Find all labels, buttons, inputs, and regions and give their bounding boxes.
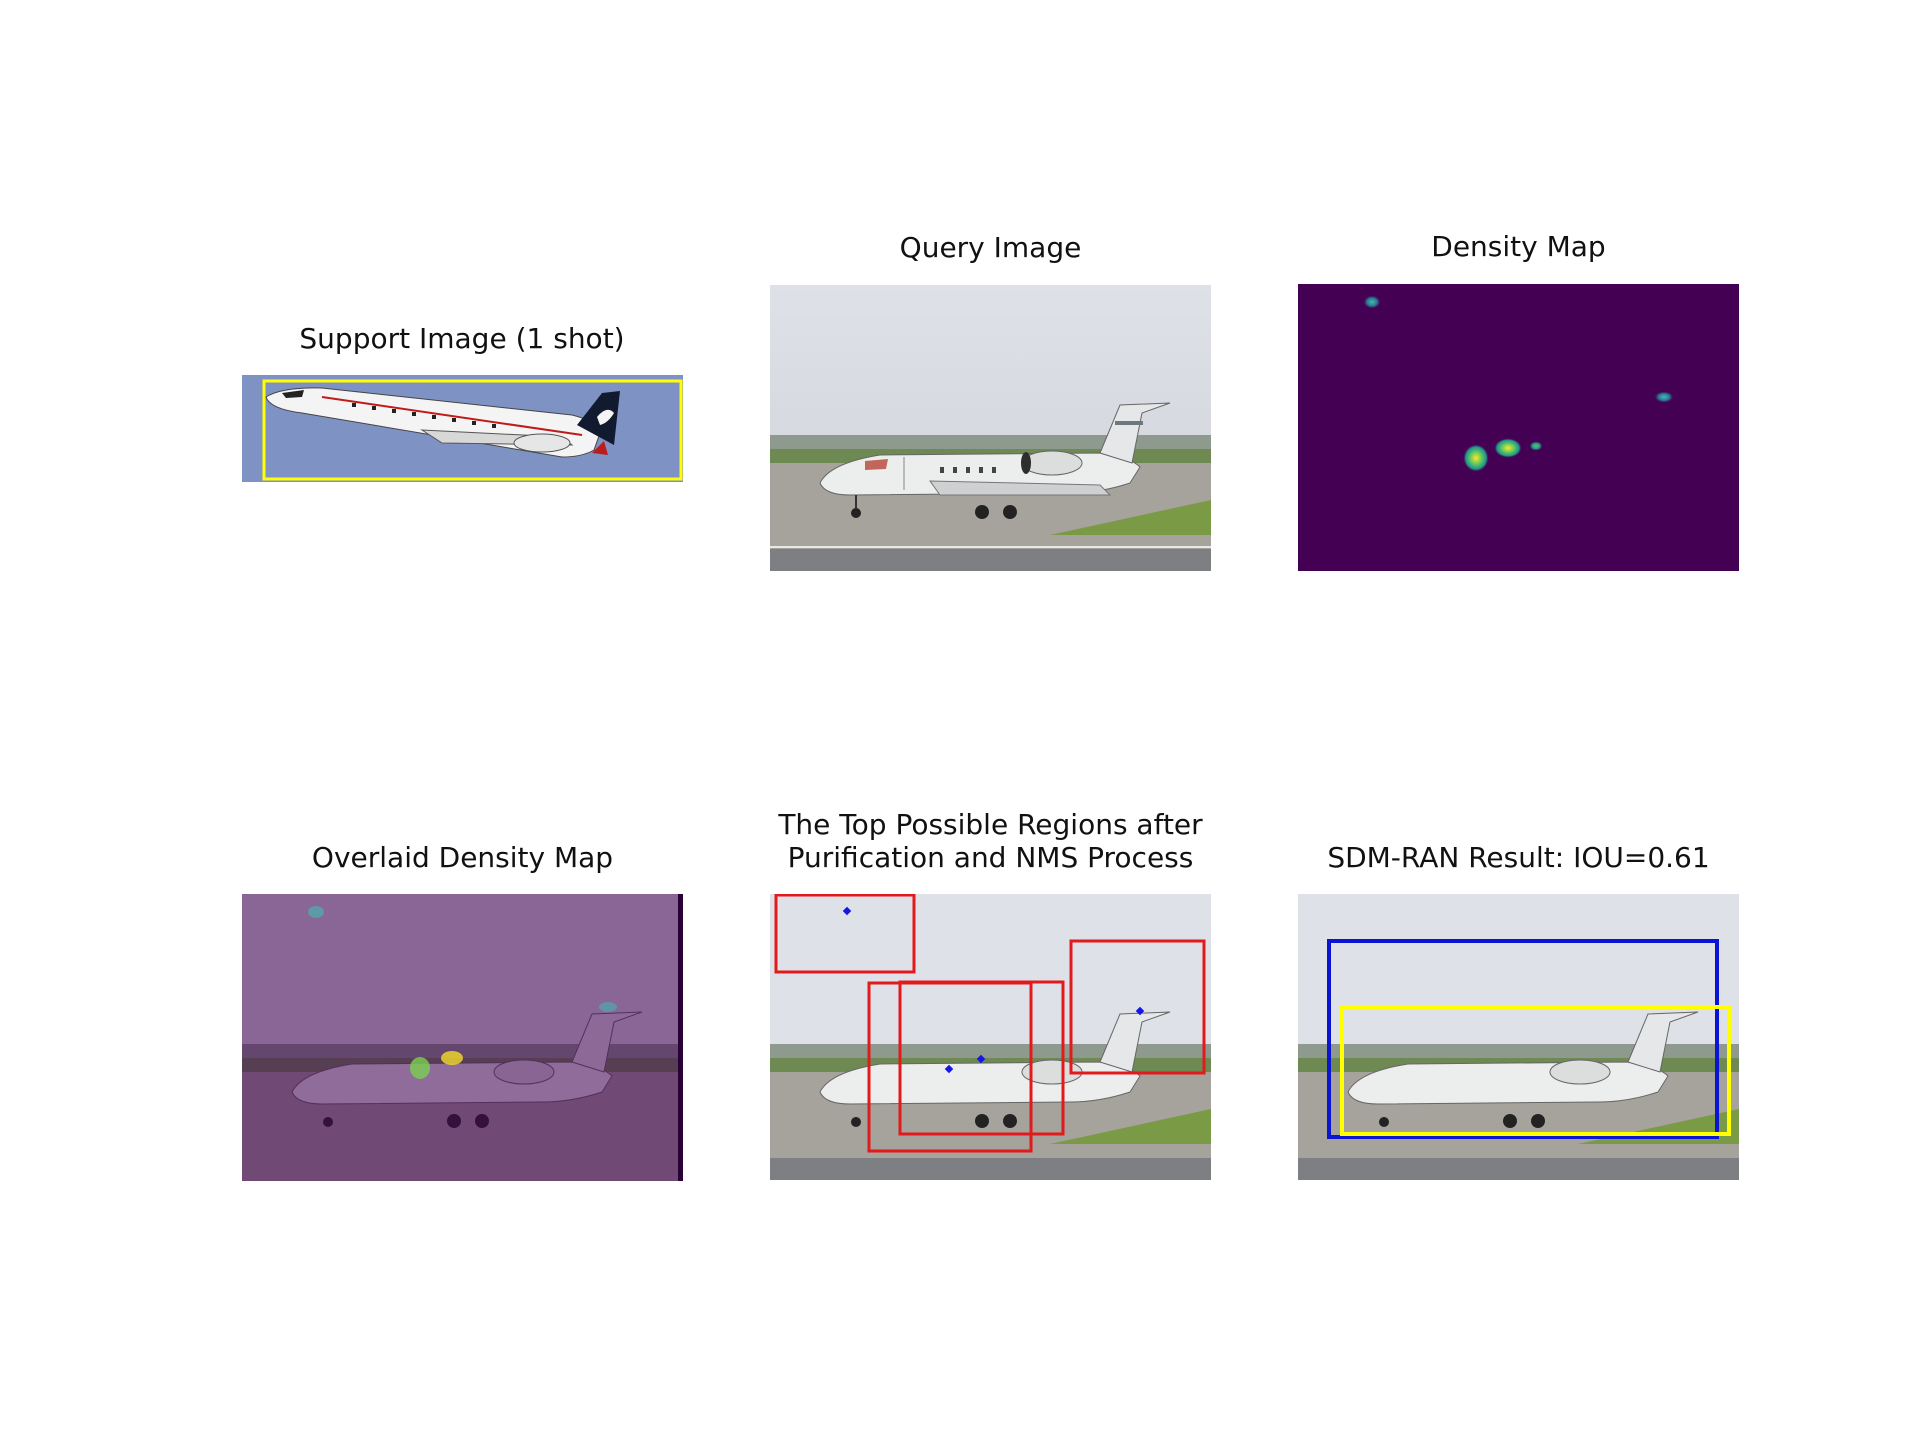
support-image-panel	[242, 375, 683, 482]
density-map-title: Density Map	[1431, 230, 1606, 263]
query-image-panel	[770, 285, 1211, 571]
predicted-box	[1327, 939, 1719, 1139]
top-regions-title-line1: The Top Possible Regions after	[778, 808, 1203, 841]
top-regions-panel	[770, 894, 1211, 1180]
top-regions-title-line2: Purification and NMS Process	[787, 841, 1194, 874]
overlaid-density-illustration	[242, 894, 683, 1181]
support-image-title: Support Image (1 shot)	[299, 322, 625, 355]
top-regions-title: The Top Possible Regions after Purificat…	[740, 808, 1241, 874]
density-heatmap	[1298, 284, 1739, 571]
sdm-ran-result-panel	[1298, 894, 1739, 1180]
support-airplane-illustration	[242, 375, 683, 482]
query-airplane-illustration	[770, 285, 1211, 571]
top-regions-illustration	[770, 894, 1211, 1180]
overlaid-density-panel	[242, 894, 683, 1181]
overlaid-density-title: Overlaid Density Map	[311, 841, 614, 874]
density-map-panel	[1298, 284, 1739, 571]
sdm-ran-result-illustration	[1298, 894, 1739, 1180]
ground-truth-box	[1340, 1005, 1731, 1136]
candidate-region-boxes	[774, 894, 1206, 1153]
query-image-title: Query Image	[899, 231, 1082, 264]
sdm-ran-result-title: SDM-RAN Result: IOU=0.61	[1327, 841, 1710, 874]
